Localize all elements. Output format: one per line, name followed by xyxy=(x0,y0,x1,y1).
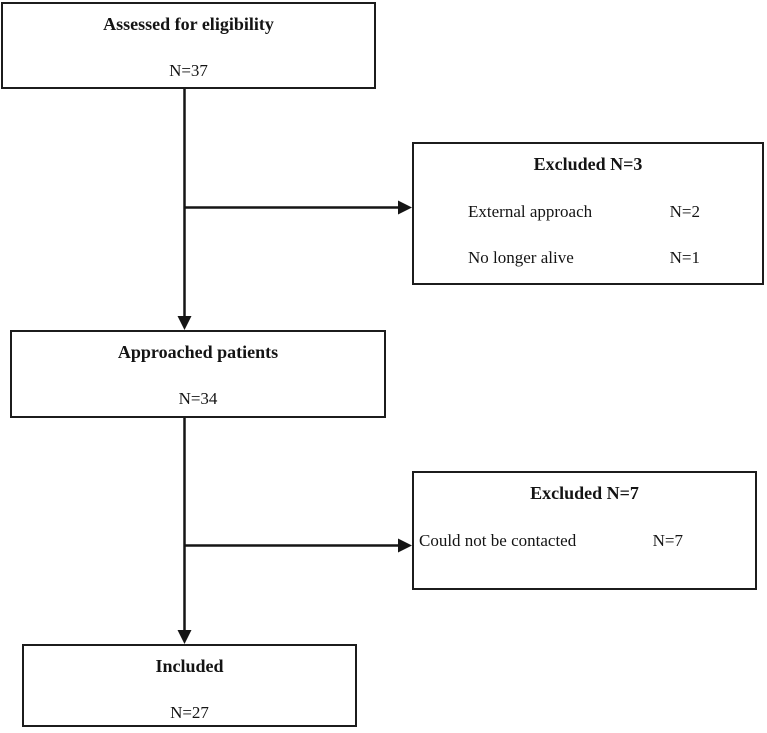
node-assessed-for-eligibility: Assessed for eligibility N=37 xyxy=(1,2,376,89)
node-title: Excluded N=7 xyxy=(530,483,639,503)
node-count: N=37 xyxy=(169,60,208,80)
arrowhead-down-icon xyxy=(177,630,192,644)
node-title: Excluded N=3 xyxy=(533,154,643,174)
node-title: Approached patients xyxy=(117,342,279,362)
arrowhead-right-icon xyxy=(398,200,412,215)
node-approached-patients: Approached patients N=34 xyxy=(10,330,386,418)
node-title: Included xyxy=(155,656,224,676)
exclusion-row: External approach N=2 xyxy=(414,201,762,222)
exclusion-count: N=1 xyxy=(669,247,700,267)
node-count: N=27 xyxy=(170,702,209,722)
exclusion-count: N=7 xyxy=(652,530,683,550)
node-excluded-3: Excluded N=3 External approach N=2 No lo… xyxy=(412,142,764,285)
exclusion-reason: External approach xyxy=(468,201,593,221)
node-included: Included N=27 xyxy=(22,644,357,727)
exclusion-reason: No longer alive xyxy=(468,247,574,267)
exclusion-row: Could not be contacted N=7 xyxy=(414,530,755,551)
exclusion-row: No longer alive N=1 xyxy=(414,247,762,268)
node-excluded-7: Excluded N=7 Could not be contacted N=7 xyxy=(412,471,757,590)
exclusion-count: N=2 xyxy=(669,201,700,221)
arrowhead-right-icon xyxy=(398,538,412,553)
arrowhead-down-icon xyxy=(177,316,192,330)
node-count: N=34 xyxy=(178,388,218,408)
exclusion-reason: Could not be contacted xyxy=(419,530,577,550)
node-title: Assessed for eligibility xyxy=(103,14,274,34)
